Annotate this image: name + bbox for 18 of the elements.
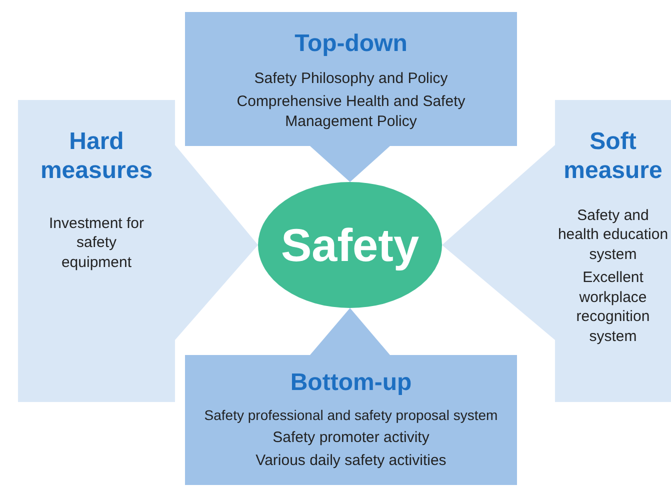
center-title: Safety — [280, 218, 420, 272]
panel-item: Comprehensive Health and Safety Management Policy — [236, 92, 466, 132]
panel-item: Excellent workplace recognition system — [575, 268, 651, 346]
block-arrow — [442, 145, 555, 340]
panel-item: Safety promoter activity — [272, 428, 430, 448]
panel-item: Safety Philosophy and Policy — [254, 68, 448, 88]
panel-heading: Top-down — [294, 30, 408, 59]
panel-heading: Soft measure — [562, 128, 664, 186]
panel-item: Safety and health education system — [557, 206, 669, 264]
measure-panel — [555, 100, 671, 402]
panel-heading: Hard measures — [40, 128, 153, 186]
panel-item: Investment for safety equipment — [48, 214, 146, 272]
block-arrow — [310, 308, 390, 355]
panel-item: Various daily safety activities — [256, 451, 446, 471]
block-arrow — [310, 146, 390, 182]
panel-item: Safety professional and safety proposal system — [204, 406, 498, 424]
block-arrow — [175, 145, 258, 340]
panel-heading: Bottom-up — [290, 369, 412, 398]
